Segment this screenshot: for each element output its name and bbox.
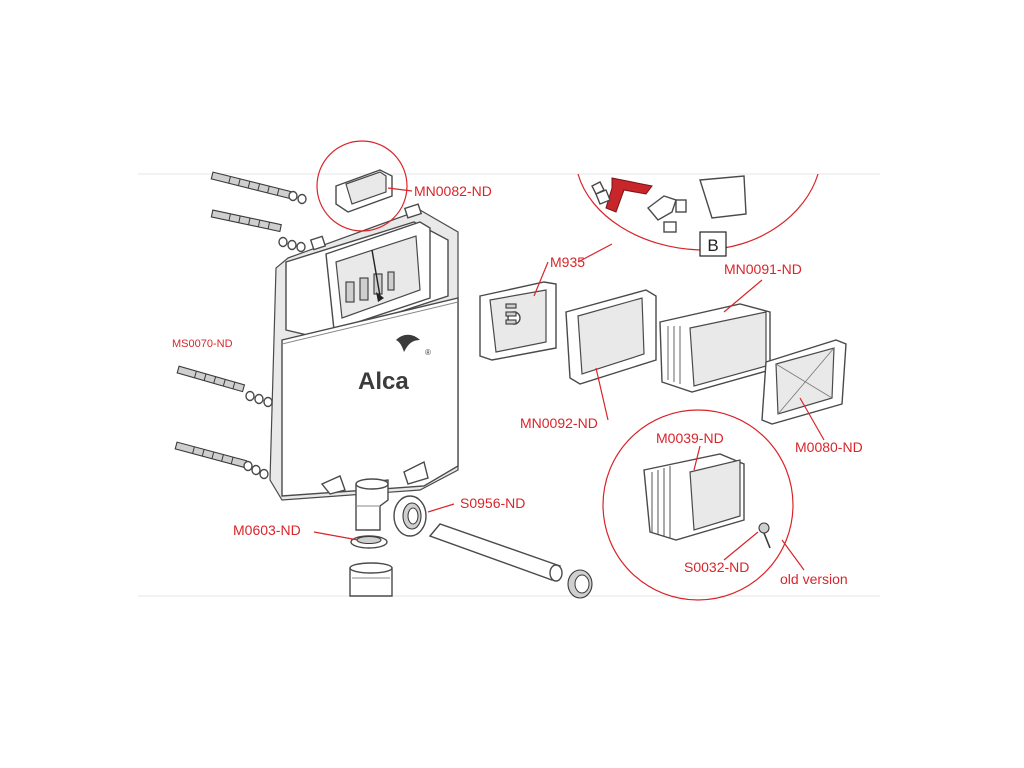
- gasket-m0603: [350, 535, 388, 549]
- leader-lines: [313, 187, 825, 571]
- drain-elbow-upper: [355, 478, 389, 531]
- cistern-body: [269, 203, 459, 501]
- brand-registered-mark: ®: [425, 348, 431, 357]
- label-s0032: S0032-ND: [684, 559, 749, 575]
- drain-pipe-lower: [349, 562, 393, 597]
- frame-m935: [479, 281, 557, 361]
- anchor-bolts-top: [210, 171, 307, 205]
- cistern-valve-parts: [345, 249, 395, 303]
- label-old-version: old version: [780, 571, 848, 587]
- label-m0080: M0080-ND: [795, 439, 863, 455]
- inset-mn0082: [316, 140, 408, 232]
- ring-s0956: [393, 495, 427, 537]
- view-marker-box: [699, 231, 727, 257]
- box-m0039: [643, 453, 745, 541]
- cover-plate-m0080: [761, 339, 847, 425]
- anchor-bolts-ms0070: [176, 365, 273, 408]
- brand-bird-icon: [396, 334, 420, 352]
- label-m935: M935: [550, 254, 585, 270]
- label-m0603: M0603-ND: [233, 522, 301, 538]
- label-ms0070: MS0070-ND: [172, 338, 233, 350]
- screw-s0032: [758, 522, 771, 549]
- frame-mn0092: [565, 289, 657, 385]
- flush-pipe: [428, 523, 563, 582]
- anchor-bolts-second: [210, 209, 306, 253]
- label-mn0082: MN0082-ND: [414, 183, 492, 199]
- inset-b-red-lever: [605, 177, 653, 213]
- label-mn0092: MN0092-ND: [520, 415, 598, 431]
- pipe-seal: [567, 569, 593, 599]
- box-mn0091: [659, 303, 771, 393]
- brand-logo: Alca: [358, 368, 409, 395]
- view-marker-label: B: [707, 236, 718, 255]
- anchor-bolts-bottom: [174, 441, 269, 480]
- inset-b: B: [577, 173, 819, 257]
- label-s0956: S0956-ND: [460, 495, 525, 511]
- label-mn0091: MN0091-ND: [724, 261, 802, 277]
- inset-old-version: [602, 409, 794, 601]
- label-m0039: M0039-ND: [656, 430, 724, 446]
